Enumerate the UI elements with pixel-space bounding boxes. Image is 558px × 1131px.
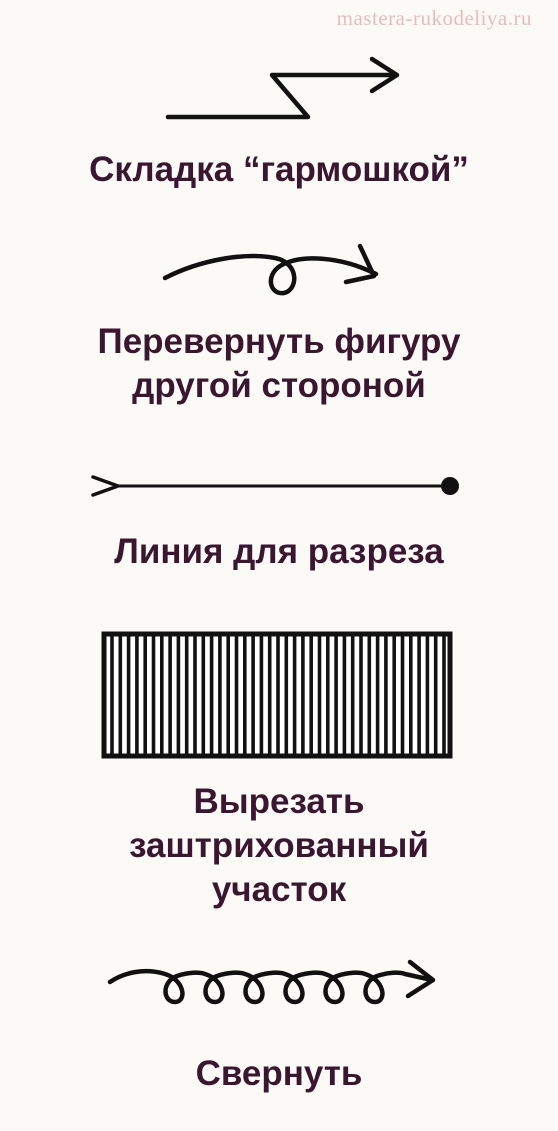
cut-line-symbol	[91, 475, 459, 497]
hatch-lines	[110, 636, 446, 754]
flip-over-symbol	[162, 243, 379, 296]
hatched-rectangle-symbol	[101, 631, 453, 759]
roll-up-symbol	[107, 959, 436, 1005]
roll-up-label: Свернуть	[195, 1054, 363, 1093]
accordion-fold-symbol	[165, 56, 400, 120]
watermark: mastera-rukodeliya.ru	[336, 6, 532, 30]
flip-over-label: Перевернуть фигуру другой стороной	[97, 322, 461, 405]
cut-line-label: Линия для разреза	[114, 532, 444, 571]
hatched-rectangle-label: Вырезать заштрихованный участок	[129, 782, 429, 909]
accordion-fold-label: Складка “гармошкой”	[89, 150, 469, 189]
